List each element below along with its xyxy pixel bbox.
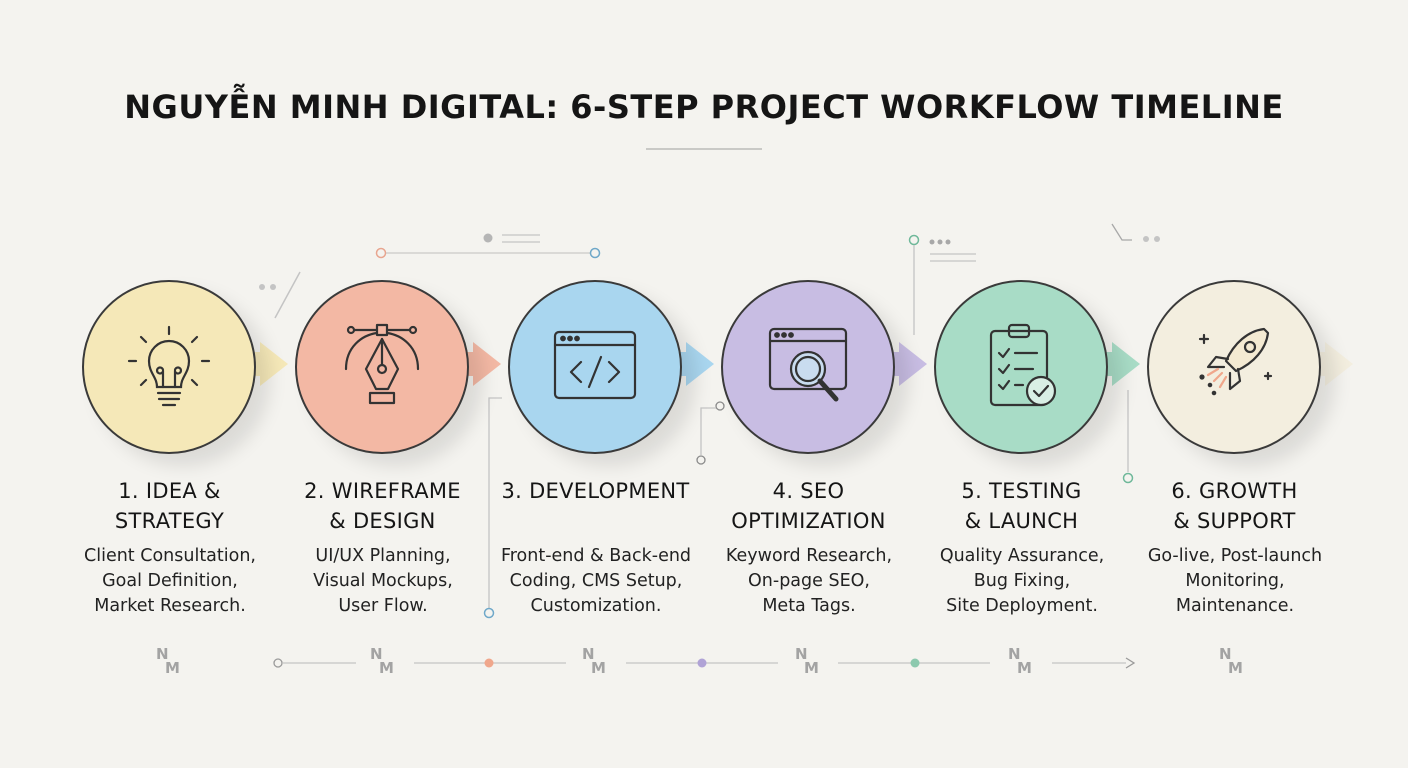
- step-title: 3. DEVELOPMENT: [501, 479, 690, 503]
- rocket-icon: [1198, 327, 1273, 396]
- step-description: UI/UX Planning, Visual Mockups, User Flo…: [313, 546, 453, 616]
- step-description: Front-end & Back-end Coding, CMS Setup, …: [500, 546, 692, 616]
- title-divider: [646, 148, 762, 150]
- step-arrow-head: [1112, 342, 1140, 386]
- step-circle: [295, 280, 469, 454]
- magnifier-window-icon: [768, 327, 848, 402]
- nm-logo: N M: [795, 645, 819, 677]
- nm-logo: N M: [1219, 645, 1243, 677]
- step-description: Client Consultation, Goal Definition, Ma…: [84, 546, 256, 616]
- pen-tool-icon: [344, 323, 420, 405]
- step-circle: [721, 280, 895, 454]
- nm-logo: N M: [156, 645, 180, 677]
- step-title: 5. TESTING & LAUNCH: [961, 479, 1082, 533]
- step-arrow-head: [686, 342, 714, 386]
- step-circle: [1147, 280, 1321, 454]
- step-description: Go-live, Post-launch Monitoring, Mainten…: [1147, 546, 1323, 616]
- nm-logo: N M: [582, 645, 606, 677]
- step-arrow-head: [1325, 342, 1353, 386]
- step-arrow-head: [473, 342, 501, 386]
- step-circle: [934, 280, 1108, 454]
- nm-logo: N M: [370, 645, 394, 677]
- step-circle: [82, 280, 256, 454]
- step-title: 1. IDEA & STRATEGY: [114, 479, 225, 533]
- lightbulb-icon: [127, 325, 211, 407]
- step-description: Keyword Research, On-page SEO, Meta Tags…: [725, 546, 893, 616]
- step-circle: [508, 280, 682, 454]
- code-window-icon: [553, 330, 637, 400]
- step-description: Quality Assurance, Bug Fixing, Site Depl…: [939, 546, 1105, 616]
- step-arrow-head: [899, 342, 927, 386]
- clipboard-check-icon: [989, 323, 1057, 407]
- nm-logo: N M: [1008, 645, 1032, 677]
- step-title: 2. WIREFRAME & DESIGN: [304, 479, 461, 533]
- page-title: NGUYỄN MINH DIGITAL: 6-STEP PROJECT WORK…: [124, 88, 1284, 126]
- step-title: 6. GROWTH & SUPPORT: [1171, 479, 1298, 533]
- step-title: 4. SEO OPTIMIZATION: [731, 479, 886, 533]
- step-arrow-head: [260, 342, 288, 386]
